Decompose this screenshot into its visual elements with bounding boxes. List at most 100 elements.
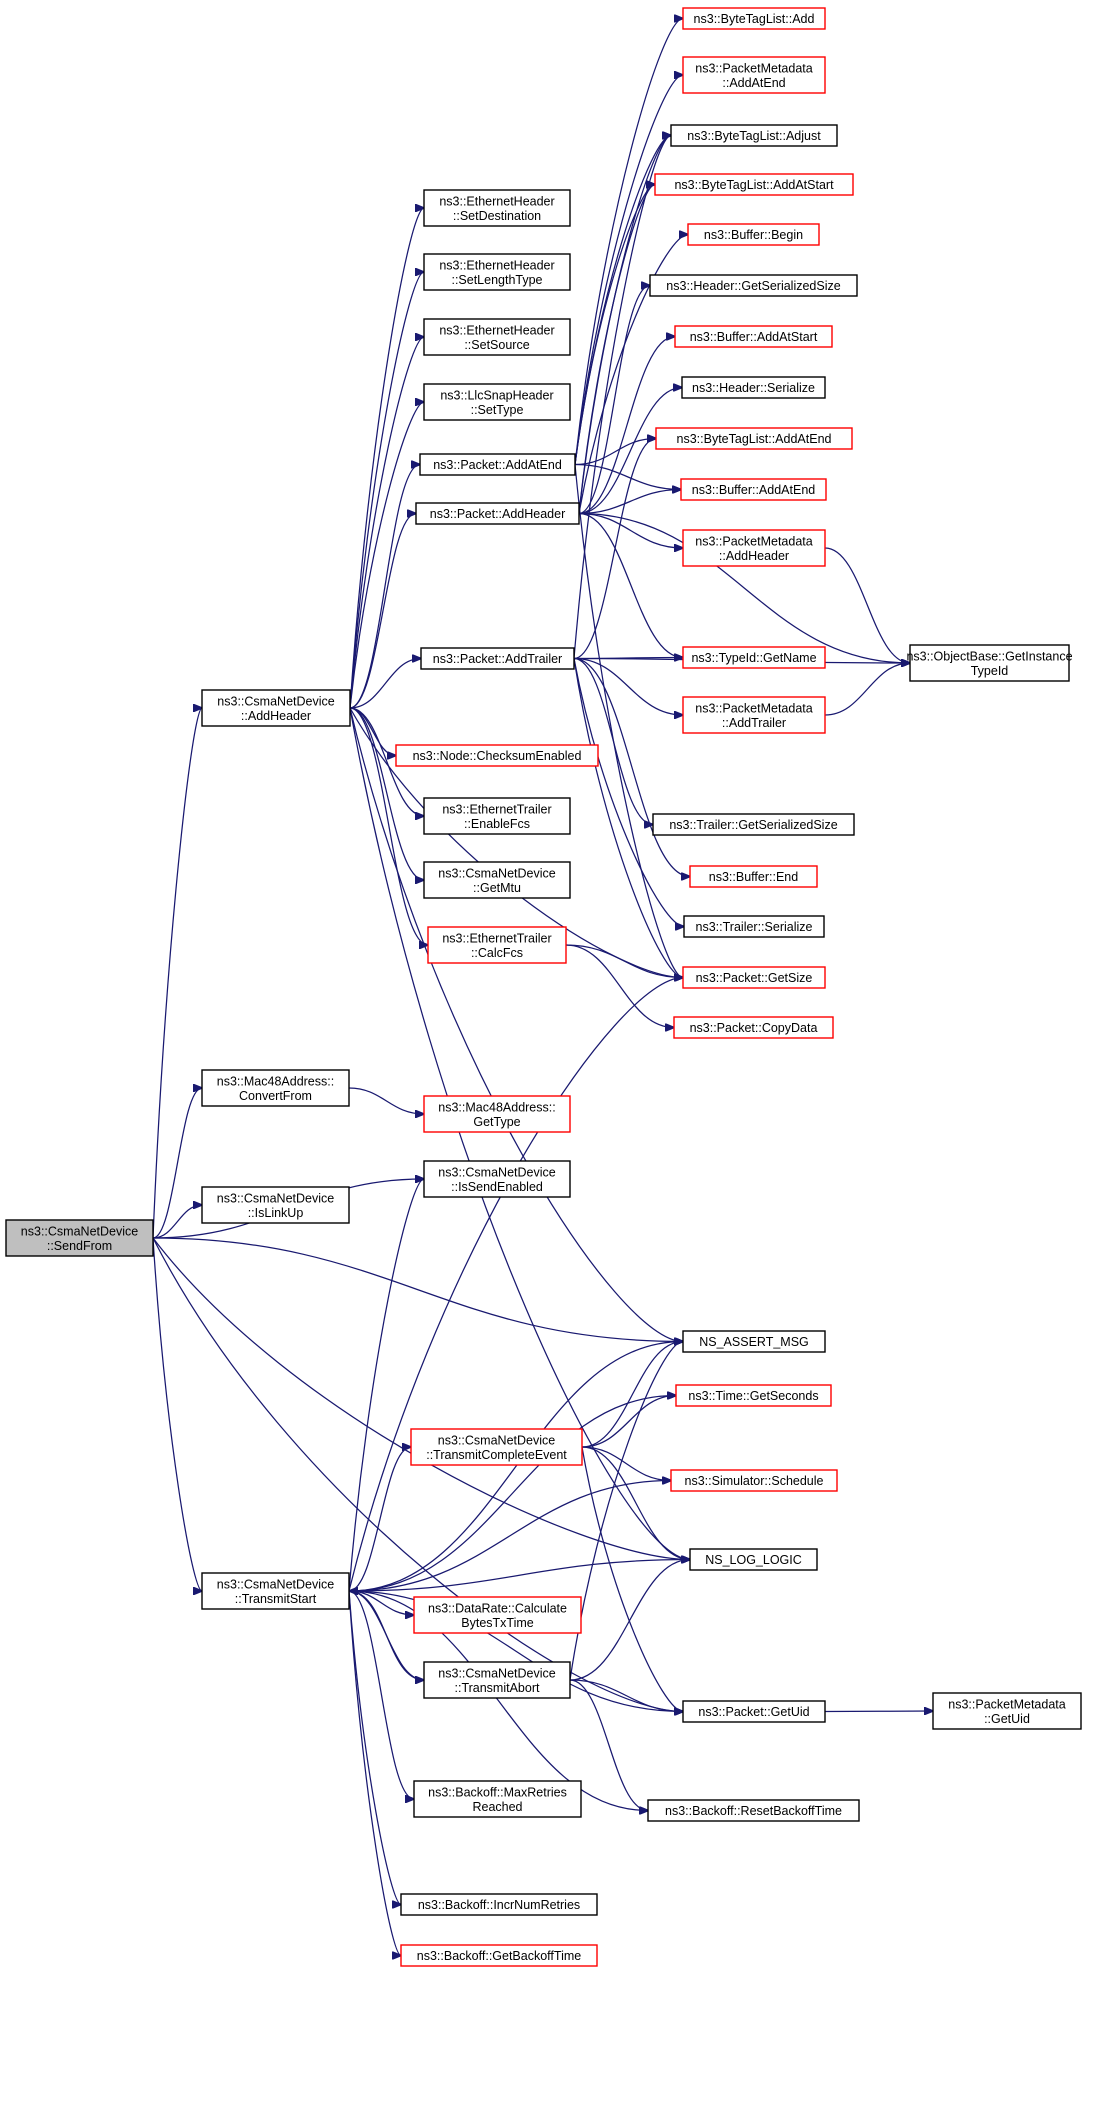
edge-pktAddTrailer-to-pmAddTrailer xyxy=(573,657,683,716)
edge-pktAddHeader-to-bufAddAtStart xyxy=(578,337,675,515)
node-ns3-buffer-addatend[interactable]: ns3::Buffer::AddAtEnd xyxy=(680,478,827,501)
node-ns3-llcsnapheader-settype[interactable]: ns3::LlcSnapHeader::SetType xyxy=(423,383,571,421)
node-ns3-packetmetadata-addheader[interactable]: ns3::PacketMetadata::AddHeader xyxy=(682,529,826,567)
node-ns3-packet-addtrailer[interactable]: ns3::Packet::AddTrailer xyxy=(420,647,575,670)
node-ns3-time-getseconds[interactable]: ns3::Time::GetSeconds xyxy=(675,1384,832,1407)
node-ns3-csmanetdevice-issendenabled[interactable]: ns3::CsmaNetDevice::IsSendEnabled xyxy=(423,1160,571,1198)
node-box xyxy=(201,1572,350,1610)
node-ns3-buffer-addatstart[interactable]: ns3::Buffer::AddAtStart xyxy=(674,325,833,348)
edge-root-to-nsAssert xyxy=(152,1237,683,1342)
node-ns3-ethernetheader-setdestination[interactable]: ns3::EthernetHeader::SetDestination xyxy=(423,189,571,227)
node-ns3-typeid-getname[interactable]: ns3::TypeId::GetName xyxy=(682,646,826,669)
node-ns3-packet-copydata[interactable]: ns3::Packet::CopyData xyxy=(673,1016,834,1039)
node-ns3-csmanetdevice-transmitabort[interactable]: ns3::CsmaNetDevice::TransmitAbort xyxy=(423,1661,571,1699)
node-ns3-header-getserializedsize[interactable]: ns3::Header::GetSerializedSize xyxy=(649,274,858,297)
node-ns3-ethernettrailer-enablefcs[interactable]: ns3::EthernetTrailer::EnableFcs xyxy=(423,797,571,835)
node-ns3-trailer-getserializedsize[interactable]: ns3::Trailer::GetSerializedSize xyxy=(652,813,855,836)
edge-txCompleteEvent-to-nsLogLogic xyxy=(581,1446,690,1560)
node-ns3-csmanetdevice-transmitstart[interactable]: ns3::CsmaNetDevice::TransmitStart xyxy=(201,1572,350,1610)
node-ns3-simulator-schedule[interactable]: ns3::Simulator::Schedule xyxy=(670,1469,838,1492)
edge-pktAddAtEnd-to-btlAddAtStart xyxy=(574,185,655,465)
node-ns3-buffer-end[interactable]: ns3::Buffer::End xyxy=(689,865,818,888)
node-ns3-ethernetheader-setsource[interactable]: ns3::EthernetHeader::SetSource xyxy=(423,318,571,356)
node-ns3-bytetaglist-adjust[interactable]: ns3::ByteTagList::Adjust xyxy=(670,124,838,147)
node-label: ns3::Packet::AddHeader xyxy=(430,507,566,521)
node-label: ::AddAtEnd xyxy=(722,76,785,90)
node-ns3-backoff-resetbackofftime[interactable]: ns3::Backoff::ResetBackoffTime xyxy=(647,1799,860,1822)
node-ns3-trailer-serialize[interactable]: ns3::Trailer::Serialize xyxy=(683,915,825,938)
node-box xyxy=(682,696,826,734)
node-label: ::EnableFcs xyxy=(464,817,530,831)
node-ns3-csmanetdevice-sendfrom[interactable]: ns3::CsmaNetDevice::SendFrom xyxy=(5,1219,154,1257)
node-box xyxy=(682,1330,826,1353)
node-box xyxy=(413,1780,582,1818)
node-label: GetType xyxy=(473,1115,520,1129)
edge-pktAddAtEnd-to-pktGetSize xyxy=(574,464,683,978)
edge-root-to-pktGetUid xyxy=(152,1237,683,1712)
edge-pktAddTrailer-to-btlAdjust xyxy=(573,136,671,659)
node-ns3-packet-getuid[interactable]: ns3::Packet::GetUid xyxy=(682,1700,826,1723)
node-box xyxy=(419,453,576,476)
node-ns3-header-serialize[interactable]: ns3::Header::Serialize xyxy=(681,376,826,399)
node-box xyxy=(675,1384,832,1407)
node-ns3-buffer-begin[interactable]: ns3::Buffer::Begin xyxy=(687,223,820,246)
node-ns3-packetmetadata-addatend[interactable]: ns3::PacketMetadata::AddAtEnd xyxy=(682,56,826,94)
edge-transmitStart-to-nsLogLogic xyxy=(348,1560,690,1592)
node-label: ns3::Header::Serialize xyxy=(692,381,815,395)
node-label: Reached xyxy=(472,1800,522,1814)
node-ns3-csmanetdevice-transmitcompleteevent[interactable]: ns3::CsmaNetDevice::TransmitCompleteEven… xyxy=(410,1428,583,1466)
node-ns3-mac48address-convertfrom[interactable]: ns3::Mac48Address::ConvertFrom xyxy=(201,1069,350,1107)
edge-pktAddAtEnd-to-pmAddAtEnd xyxy=(574,75,683,465)
node-ns-assert-msg[interactable]: NS_ASSERT_MSG xyxy=(682,1330,826,1353)
node-label: ::TransmitStart xyxy=(235,1592,317,1606)
edge-pktAddHeader-to-pmAddHeader xyxy=(578,512,683,549)
node-ns3-bytetaglist-addatend[interactable]: ns3::ByteTagList::AddAtEnd xyxy=(655,427,853,450)
node-box xyxy=(909,644,1070,682)
edge-addHeaderCsma-to-nsAssert xyxy=(349,707,683,1342)
node-box xyxy=(681,376,826,399)
node-label: ns3::EthernetTrailer xyxy=(442,802,551,816)
node-ns-log-logic[interactable]: NS_LOG_LOGIC xyxy=(689,1548,818,1571)
node-label: ns3::CsmaNetDevice xyxy=(21,1224,138,1238)
node-ns3-backoff-getbackofftime[interactable]: ns3::Backoff::GetBackoffTime xyxy=(400,1944,598,1967)
node-label: ns3::PacketMetadata xyxy=(695,701,812,715)
node-ns3-csmanetdevice-getmtu[interactable]: ns3::CsmaNetDevice::GetMtu xyxy=(423,861,571,899)
edge-txCompleteEvent-to-simSchedule xyxy=(581,1446,671,1481)
node-ns3-packet-addatend[interactable]: ns3::Packet::AddAtEnd xyxy=(419,453,576,476)
node-ns3-packetmetadata-addtrailer[interactable]: ns3::PacketMetadata::AddTrailer xyxy=(682,696,826,734)
node-ns3-backoff-incrnumretries[interactable]: ns3::Backoff::IncrNumRetries xyxy=(400,1893,598,1916)
node-label: ::AddHeader xyxy=(719,549,789,563)
node-ns3-packet-getsize[interactable]: ns3::Packet::GetSize xyxy=(682,966,826,989)
node-ns3-node-checksumenabled[interactable]: ns3::Node::ChecksumEnabled xyxy=(395,744,599,767)
node-ns3-bytetaglist-add[interactable]: ns3::ByteTagList::Add xyxy=(682,7,826,30)
edge-addHeaderCsma-to-setType xyxy=(349,402,424,709)
node-ns3-bytetaglist-addatstart[interactable]: ns3::ByteTagList::AddAtStart xyxy=(654,173,854,196)
node-label: ns3::Trailer::Serialize xyxy=(696,920,813,934)
edge-transmitStart-to-isSendEnabled xyxy=(348,1179,424,1592)
node-ns3-ethernetheader-setlengthtype[interactable]: ns3::EthernetHeader::SetLengthType xyxy=(423,253,571,291)
node-ns3-csmanetdevice-addheader[interactable]: ns3::CsmaNetDevice::AddHeader xyxy=(201,689,351,727)
node-box xyxy=(682,646,826,669)
edge-calcFcs-to-pktCopyData xyxy=(565,944,674,1028)
node-label: ::GetUid xyxy=(984,1712,1030,1726)
node-box xyxy=(682,1700,826,1723)
edge-addHeaderCsma-to-pktAddTrailer xyxy=(349,659,421,709)
node-label: ns3::DataRate::Calculate xyxy=(428,1601,567,1615)
node-ns3-csmanetdevice-islinkup[interactable]: ns3::CsmaNetDevice::IsLinkUp xyxy=(201,1186,350,1224)
node-label: ns3::Simulator::Schedule xyxy=(685,1474,824,1488)
edge-pktAddAtEnd-to-btlAdd xyxy=(574,19,683,465)
node-ns3-packet-addheader[interactable]: ns3::Packet::AddHeader xyxy=(415,502,580,525)
node-ns3-packetmetadata-getuid[interactable]: ns3::PacketMetadata::GetUid xyxy=(932,1692,1082,1730)
node-label: ::SetLengthType xyxy=(451,273,542,287)
node-ns3-ethernettrailer-calcfcs[interactable]: ns3::EthernetTrailer::CalcFcs xyxy=(427,926,567,964)
node-box xyxy=(423,318,571,356)
node-box xyxy=(683,915,825,938)
edge-calcFcs-to-pktGetSize xyxy=(565,944,683,978)
node-ns3-mac48address-gettype[interactable]: ns3::Mac48Address::GetType xyxy=(423,1095,571,1133)
node-box xyxy=(423,253,571,291)
edge-convertFrom-to-getTypeMac xyxy=(348,1087,424,1114)
edge-transmitStart-to-resetBackoff xyxy=(348,1590,648,1811)
